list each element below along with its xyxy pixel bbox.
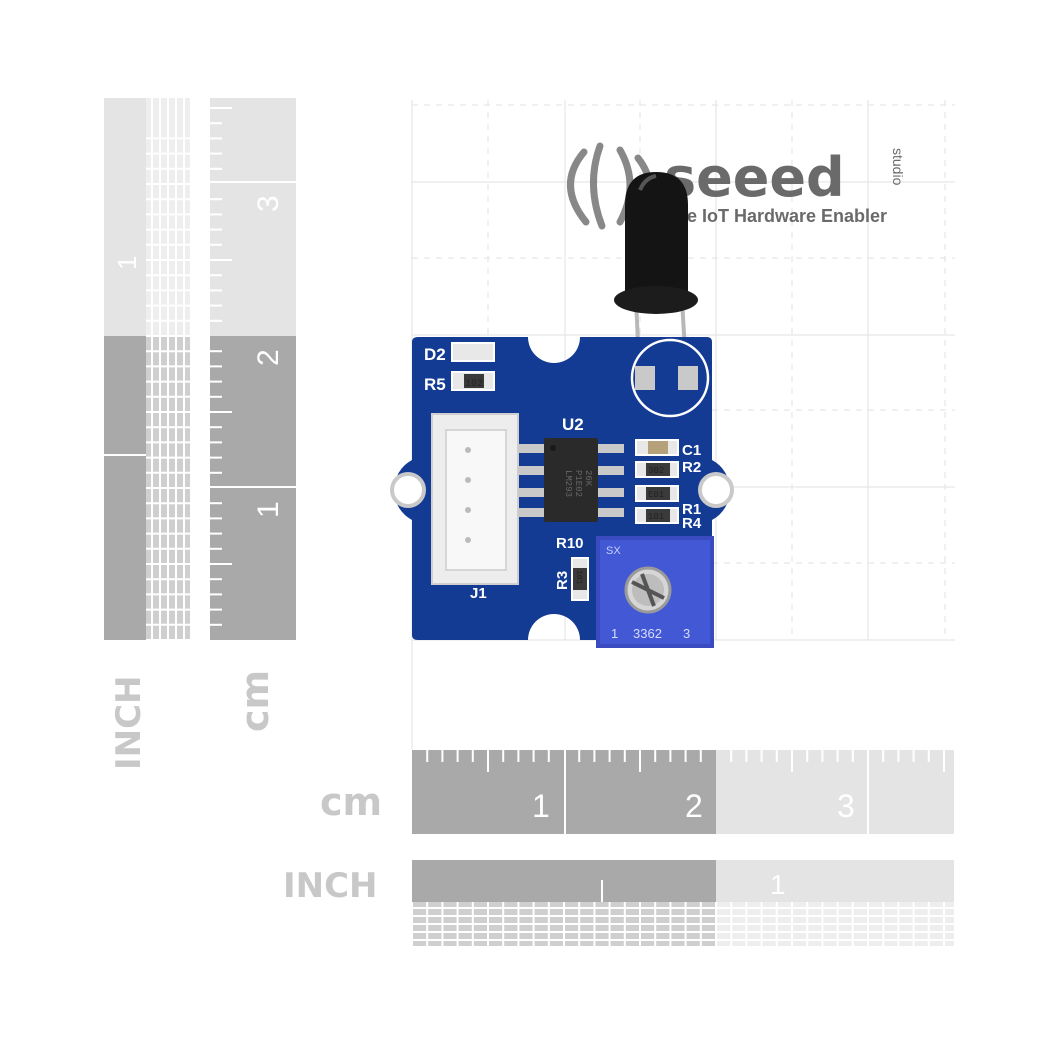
silk-d2: D2 [424, 345, 446, 364]
mounting-hole-left [390, 472, 426, 508]
seeed-logo: seeed studio he IoT Hardware Enabler [567, 142, 906, 230]
smd-code-mid: E01 [648, 490, 664, 500]
grove-flame-sensor-board: D2 R5 102 J1 U2 LM293 [390, 337, 734, 648]
seeed-logo-brand: seeed [664, 146, 845, 209]
grove-connector-j1 [431, 413, 519, 585]
horizontal-inch-ruler: 1 INCH [283, 860, 954, 946]
silk-u2: U2 [562, 415, 584, 434]
horizontal-cm-ticks [426, 750, 945, 772]
vertical-inch-ruler: 1 INCH [104, 98, 190, 770]
chip-marking-line-2: P1E02 [573, 470, 583, 497]
horizontal-cm-ruler: 1 2 3 cm [320, 750, 954, 834]
silk-r2: R2 [682, 459, 701, 476]
seeed-logo-studio: studio [890, 148, 906, 186]
vertical-inch-ticks [104, 98, 190, 641]
horizontal-cm-number-2: 2 [685, 788, 703, 824]
horizontal-inch-unit-label: INCH [283, 866, 378, 906]
chip-marking-line-1: LM293 [563, 470, 573, 497]
pot-brand: SX [606, 545, 621, 557]
seeed-logo-tagline: he IoT Hardware Enabler [676, 206, 887, 226]
vertical-cm-ticks [210, 107, 232, 626]
horizontal-cm-number-3: 3 [837, 788, 855, 824]
vertical-cm-number-2: 2 [252, 349, 285, 366]
silk-r1: R1 [682, 501, 701, 518]
horizontal-cm-unit-label: cm [320, 780, 382, 824]
comparator-chip-u2: LM293 P1E02 26K [518, 438, 624, 522]
horizontal-inch-ticks [411, 880, 954, 946]
smd-code-r3: 101 [574, 570, 583, 585]
silk-r3: R3 [554, 571, 571, 590]
vertical-inch-number-1: 1 [112, 256, 142, 270]
smd-code-r1: 101 [648, 512, 664, 522]
vertical-cm-unit-label: cm [233, 670, 277, 732]
smd-code-r5: 102 [465, 379, 483, 390]
vertical-cm-number-1: 1 [252, 501, 285, 518]
chip-marking-line-3: 26K [583, 470, 593, 487]
silk-r5: R5 [424, 375, 446, 394]
vertical-cm-number-3: 3 [252, 195, 285, 212]
mounting-hole-right [698, 472, 734, 508]
silk-j1: J1 [470, 585, 487, 602]
silk-r10: R10 [556, 535, 584, 552]
trim-potentiometer: SX 1 3362 3 [596, 536, 714, 648]
vertical-cm-ruler: 3 2 1 cm [210, 98, 296, 732]
smd-code-r2: 302 [648, 466, 664, 476]
horizontal-inch-number-1: 1 [770, 869, 786, 900]
pot-marking-right: 3 [683, 626, 690, 641]
silk-c1: C1 [682, 442, 701, 459]
pot-marking-left: 1 [611, 626, 618, 641]
horizontal-cm-number-1: 1 [532, 788, 550, 824]
silk-r4: R4 [682, 515, 702, 532]
pot-marking-model: 3362 [633, 626, 662, 641]
vertical-inch-unit-label: INCH [109, 675, 149, 770]
